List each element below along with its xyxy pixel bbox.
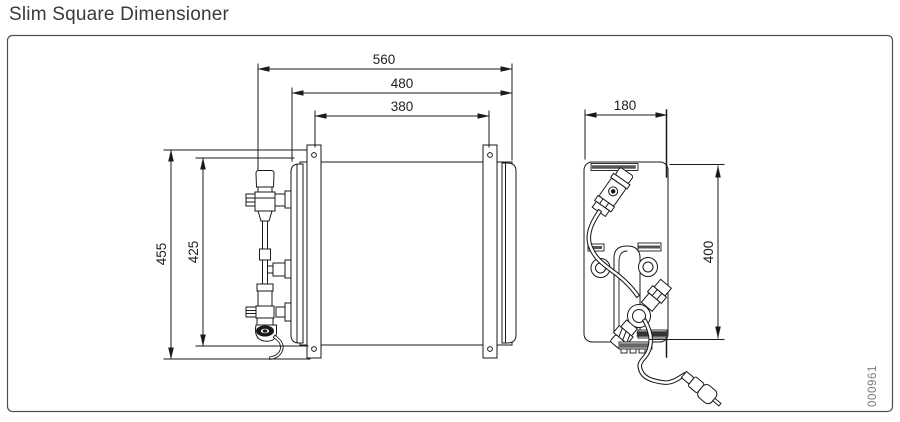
dimension-400: 400 xyxy=(649,164,725,340)
dimension-400-label: 400 xyxy=(701,241,716,264)
dimension-380: 380 xyxy=(314,99,490,148)
drawing-number: 000961 xyxy=(867,365,879,407)
page-title: Slim Square Dimensioner xyxy=(9,4,230,25)
dimension-480: 480 xyxy=(291,76,513,162)
valve-cap xyxy=(255,170,275,188)
dimension-455-label: 455 xyxy=(154,243,169,266)
mounting-hole xyxy=(487,152,493,158)
tank-body xyxy=(290,161,517,346)
dimension-180: 180 xyxy=(584,98,668,178)
dimension-455: 455 xyxy=(154,149,311,360)
dimension-425-label: 425 xyxy=(186,241,201,264)
mounting-hole xyxy=(311,152,317,158)
port-label-right xyxy=(637,242,662,252)
dimension-180-label: 180 xyxy=(614,98,637,113)
side-view: 560 480 380 xyxy=(154,52,517,360)
drawing-frame xyxy=(6,34,894,413)
mounting-hole xyxy=(311,346,317,352)
dimension-380-label: 380 xyxy=(391,99,414,114)
mounting-rail xyxy=(618,337,668,358)
power-plug xyxy=(680,370,722,407)
rating-label xyxy=(590,163,639,171)
port-circle-right xyxy=(638,257,658,277)
power-cable-upper xyxy=(586,208,641,299)
mounting-bracket-right xyxy=(482,144,498,359)
power-cable-lower xyxy=(637,317,688,385)
relief-valve-assembly xyxy=(245,170,292,360)
front-view: 180 400 xyxy=(583,98,725,407)
mounting-hole xyxy=(487,346,493,352)
dimension-560: 560 xyxy=(257,52,513,171)
dimension-425: 425 xyxy=(186,157,309,347)
tank-right-endcap xyxy=(501,162,517,344)
dimension-560-label: 560 xyxy=(373,52,396,67)
power-connector xyxy=(591,167,634,218)
dimension-480-label: 480 xyxy=(391,76,414,91)
mounting-bracket-left xyxy=(306,144,322,359)
